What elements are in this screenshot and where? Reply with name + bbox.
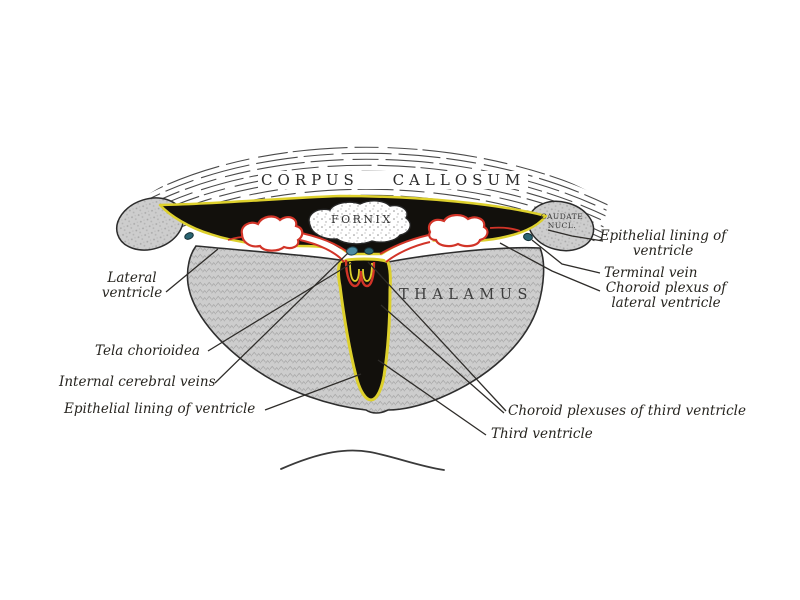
- terminal-vein-left-dot: [184, 232, 194, 240]
- leader-lines: [165, 229, 604, 436]
- leader-choroid-plexus-lateral: [499, 242, 601, 292]
- third-ventricle-shape: [337, 257, 392, 402]
- third-ventricle-loop-lining: [349, 261, 373, 282]
- choroid-plexuses-third-label: Choroid plexuses of third ventricle: [508, 403, 746, 419]
- internal-cerebral-vein-left-dot: [346, 246, 358, 256]
- fornix-label: FORNIX: [331, 213, 393, 226]
- third-ventricle-label: Third ventricle: [491, 426, 593, 442]
- internal-cerebral-veins-label: Internal cerebral veins: [59, 374, 216, 390]
- internal-cerebral-vein-right-dot: [364, 247, 374, 255]
- choroid-plexus-lateral-label: Choroid plexus of lateral ventricle: [605, 280, 727, 311]
- leader-choroid-plexuses-third-b: [380, 304, 505, 414]
- caudate-label-line2: NUCL.: [547, 221, 577, 230]
- caudate-label-line1: CAUDATE: [540, 212, 584, 221]
- fornix-shape: [308, 200, 411, 245]
- caudate-nucleus-left-shape: [116, 197, 184, 251]
- leader-terminal-vein: [531, 239, 601, 274]
- corpus-callosum-label: CORPUS CALLOSUM: [258, 171, 529, 189]
- choroid-plexus-right-shape: [427, 214, 489, 248]
- thalamus-label: THALAMUS: [399, 287, 533, 303]
- epithelial-lining-right-label: Epithelial lining of ventricle: [599, 228, 727, 259]
- choroid-plexus-left-shape: [240, 215, 304, 252]
- terminal-vein-label: Terminal vein: [604, 265, 698, 281]
- leader-lateral-ventricle: [165, 248, 219, 293]
- terminal-vein-right-dot: [523, 232, 533, 242]
- epithelial-lining-left-label: Epithelial lining of ventricle: [64, 401, 256, 417]
- midbrain-outline-curve: [280, 449, 445, 471]
- leader-epithelial-lining-left: [264, 373, 362, 411]
- tela-chorioidea-label: Tela chorioidea: [95, 343, 200, 359]
- lateral-ventricle-label: Lateral ventricle: [101, 270, 163, 301]
- leader-tela-chorioidea: [207, 262, 353, 352]
- third-ventricle-plexus-loops: [344, 259, 376, 288]
- leader-choroid-plexuses-third-a: [367, 261, 507, 412]
- leader-epithelial-lining-right: [547, 229, 604, 242]
- leader-third-ventricle: [377, 359, 487, 436]
- leader-internal-cerebral-veins: [214, 252, 349, 384]
- caudate-nucleus-label: CAUDATE NUCL.: [535, 212, 589, 230]
